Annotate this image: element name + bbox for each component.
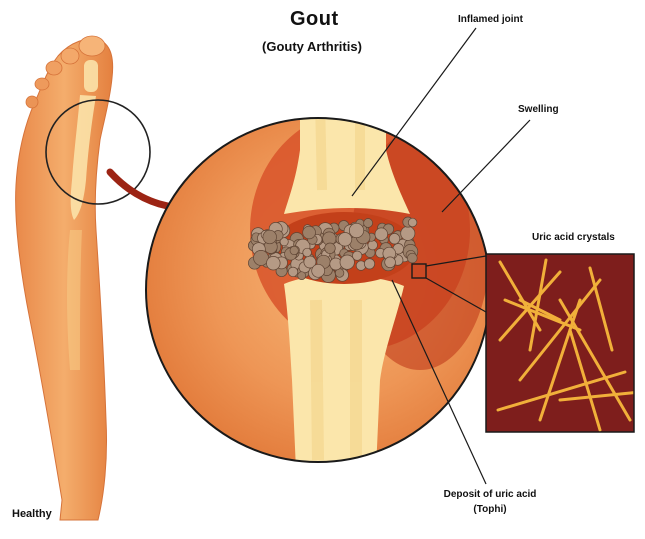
tophi-granule [340,255,354,269]
foot-bone-3 [67,230,82,370]
tophi-granule [375,228,388,241]
tophi-granule [303,226,316,239]
tophi-granule [385,257,396,268]
tophi-granule [290,246,298,254]
tophi-granule [325,243,336,254]
tophi-granule [349,223,363,237]
label-inflamed-joint: Inflamed joint [458,14,523,25]
foot-bone-2 [84,60,98,92]
label-deposit: Deposit of uric acid (Tophi) [430,487,550,517]
label-uric-acid-crystals: Uric acid crystals [532,232,615,243]
tophi-granule [312,264,325,277]
tophi-granule [303,248,312,257]
toe-5 [26,96,38,108]
magnified-joint [146,90,490,470]
tophi-granule [288,267,298,277]
tophi-granule [364,219,373,228]
tophi-granule [298,272,306,280]
tophi-granule [263,230,277,244]
toe-1 [79,36,105,56]
tophi-granule [338,233,352,247]
diagram-subtitle: (Gouty Arthritis) [262,39,362,54]
crystal-inset [486,254,640,432]
toe-4 [35,78,49,90]
tophi-granule [368,240,378,250]
tophi-granule [364,259,374,269]
label-swelling: Swelling [518,104,559,115]
label-healthy: Healthy [12,508,52,520]
label-deposit-line1: Deposit of uric acid [430,487,550,502]
diagram-title: Gout [290,8,339,31]
tophi-granule [267,256,281,270]
toe-2 [61,48,79,64]
toe-3 [46,61,62,75]
healthy-foot [16,36,150,520]
tophi-granule [389,233,400,244]
foot-shape [16,39,113,520]
label-deposit-line2: (Tophi) [430,502,550,517]
pointer-swelling [442,120,530,212]
tophi-granule [407,253,417,263]
tophi-granule [401,226,415,240]
tophi-granule [408,218,417,227]
